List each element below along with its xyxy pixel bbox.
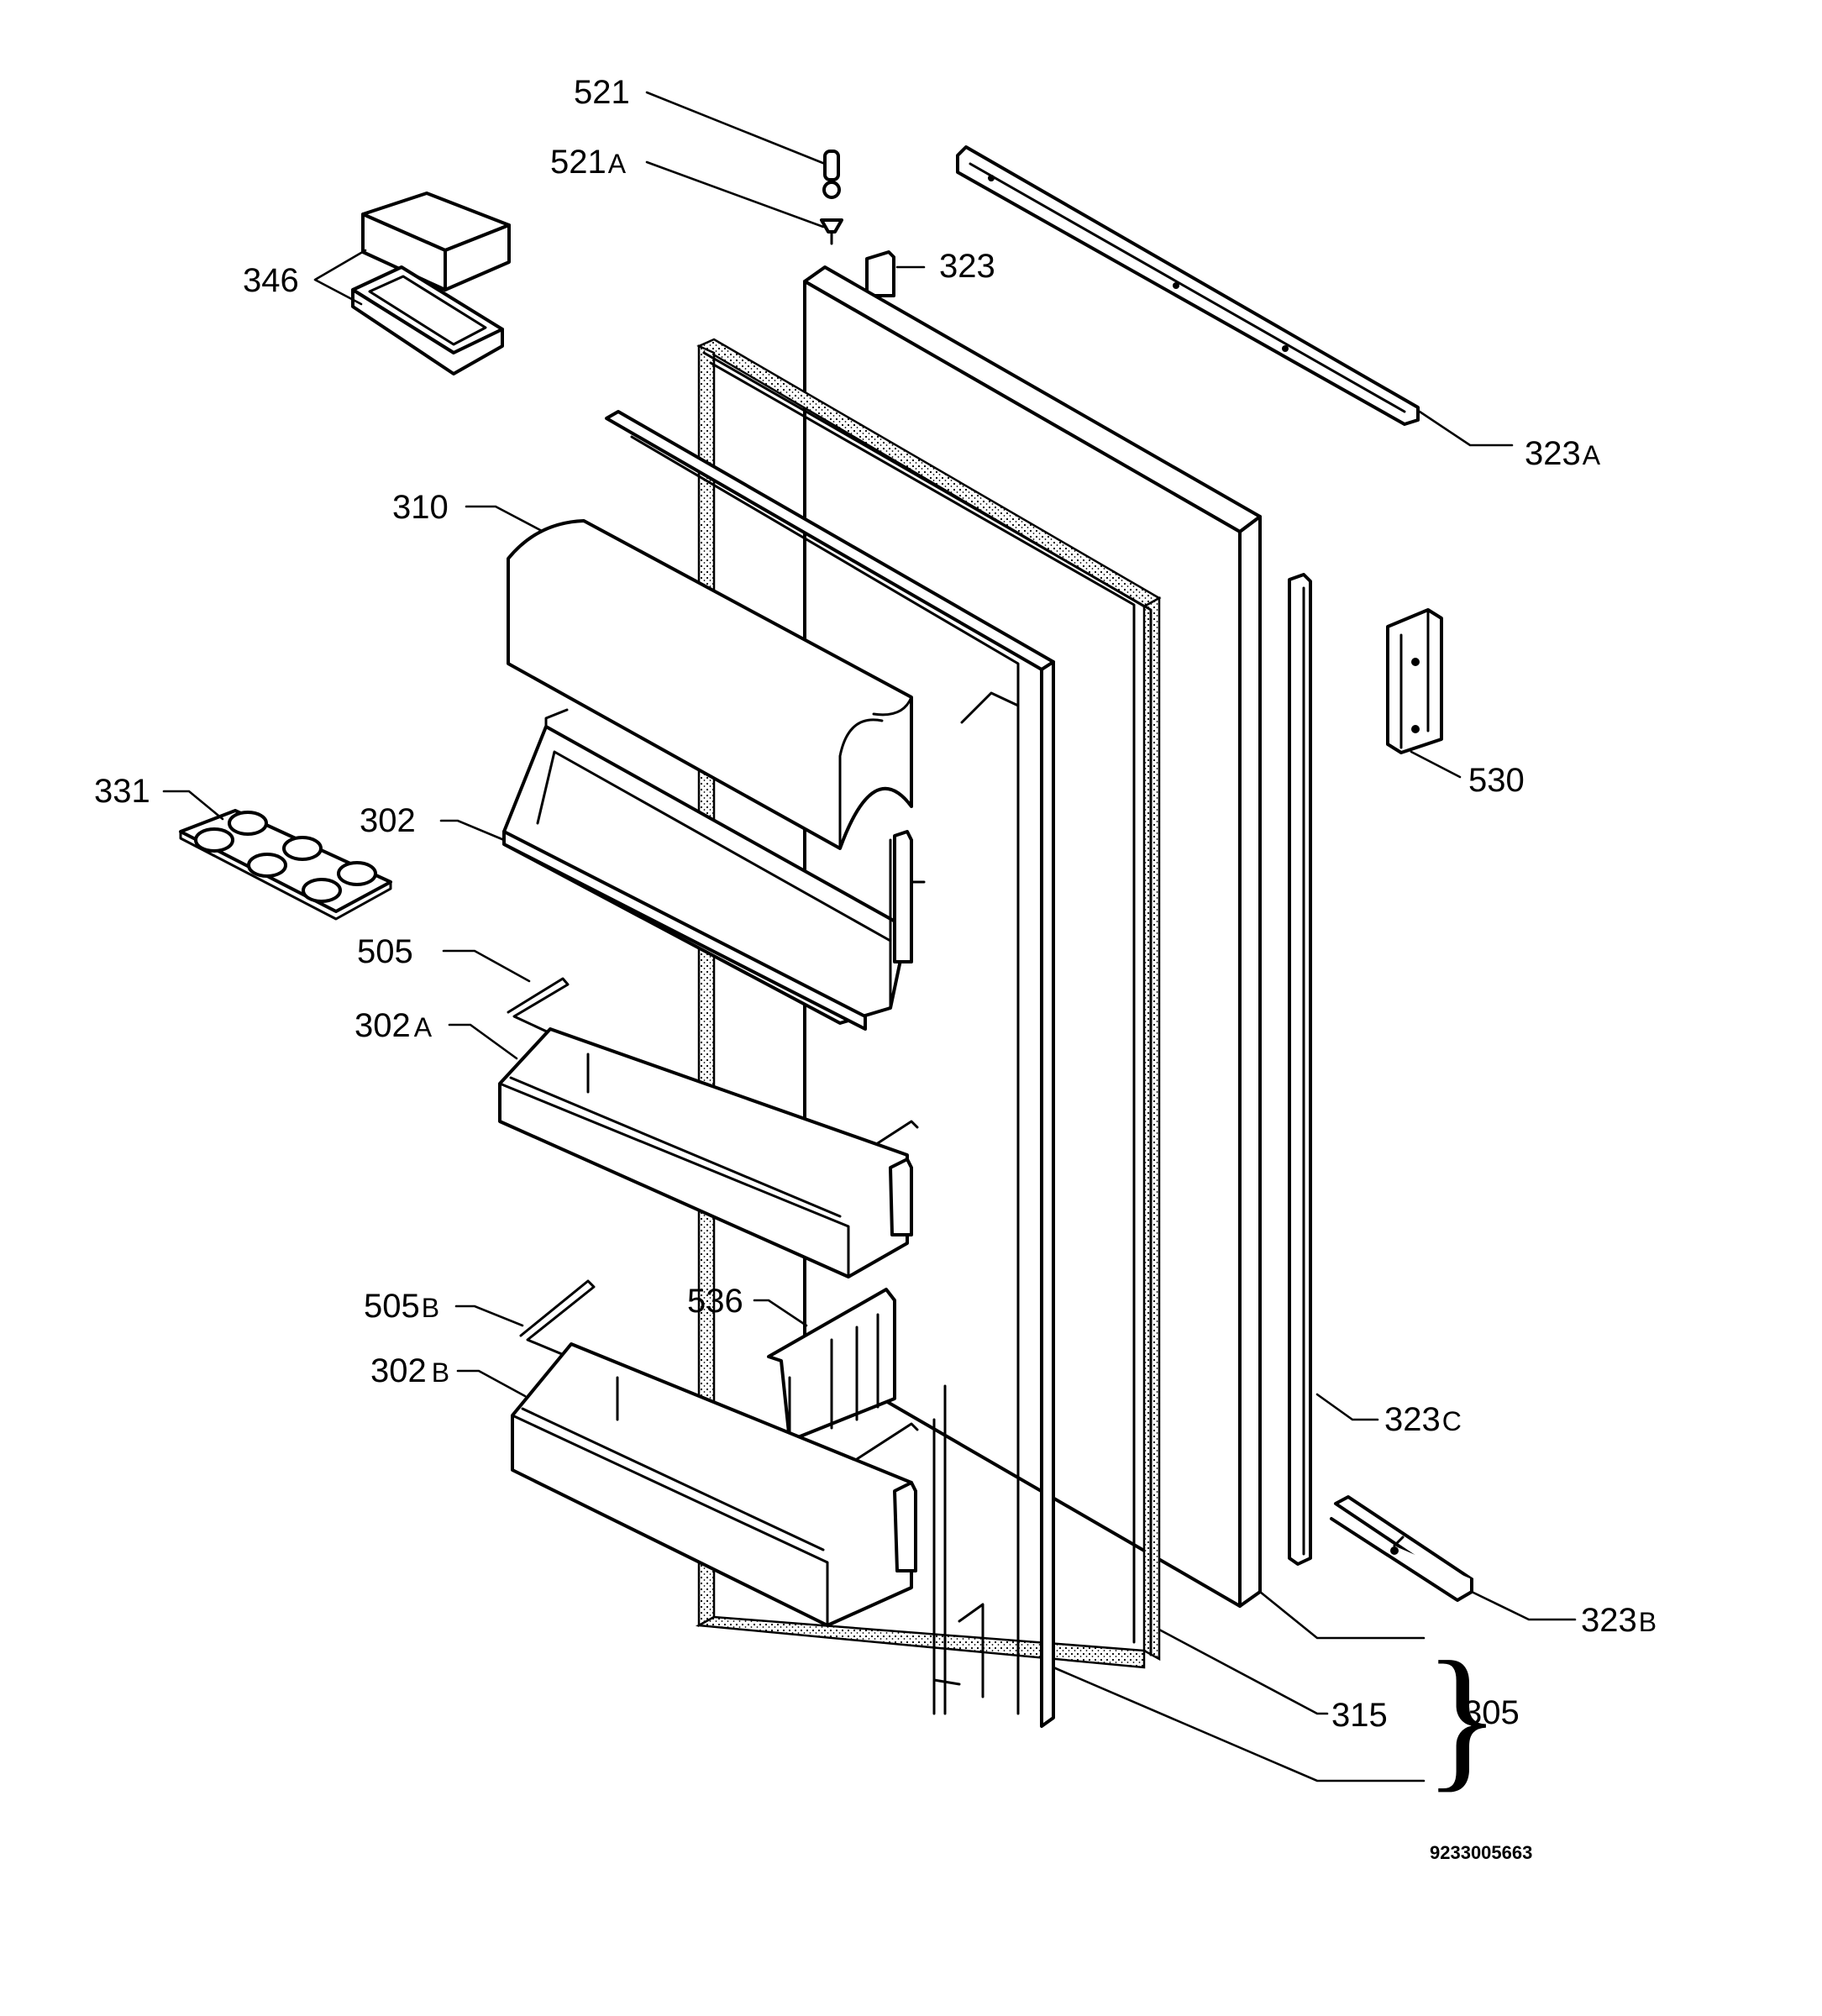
part-536-bottle-divider [767,1288,896,1442]
part-323a-top-rail [956,145,1420,426]
label-530: 530 [1468,762,1525,799]
label-521a: 521A [550,144,627,181]
brace-305: } [1424,1630,1500,1806]
label-310: 310 [392,489,449,526]
part-505b-guard-rail [519,1279,919,1472]
part-521-hinge-pin [822,150,841,199]
part-323b-bottom-hinge [1330,1495,1473,1602]
part-310-dairy-lid [507,519,913,850]
callout-labels: 521 521A 323 346 323A 310 530 331 302 50… [94,74,1657,1863]
part-346-butter-compartment [351,192,511,375]
part-505-guard-rail [507,977,919,1169]
label-505b: 505B [364,1288,439,1325]
label-323c: 323C [1384,1401,1462,1438]
label-323b: 323B [1581,1602,1657,1639]
label-331: 331 [94,773,150,810]
part-302-dairy-shelf [502,708,926,1031]
part-315-outer-door [803,265,1262,1608]
part-302b-lower-door-bin [511,1342,917,1627]
leader-lines [162,91,1577,1782]
part-302a-door-bin [498,1027,913,1278]
label-536: 536 [687,1283,743,1320]
label-505: 505 [357,933,413,970]
label-521: 521 [574,74,630,111]
label-305: 305 [1463,1694,1520,1731]
label-323: 323 [939,248,995,285]
part-323c-side-strip [1288,573,1312,1566]
part-305-inner-liner [605,410,1055,1728]
part-530-hinge-cover [1386,608,1443,754]
label-315: 315 [1331,1697,1388,1734]
part-323-hinge-strip [865,250,895,297]
label-323a: 323A [1525,435,1601,472]
label-302: 302 [360,802,416,839]
part-331-egg-tray [179,809,392,921]
part-521a-screw [820,218,843,245]
label-346: 346 [243,262,299,299]
drawing-code: 9233005663 [1430,1842,1532,1863]
